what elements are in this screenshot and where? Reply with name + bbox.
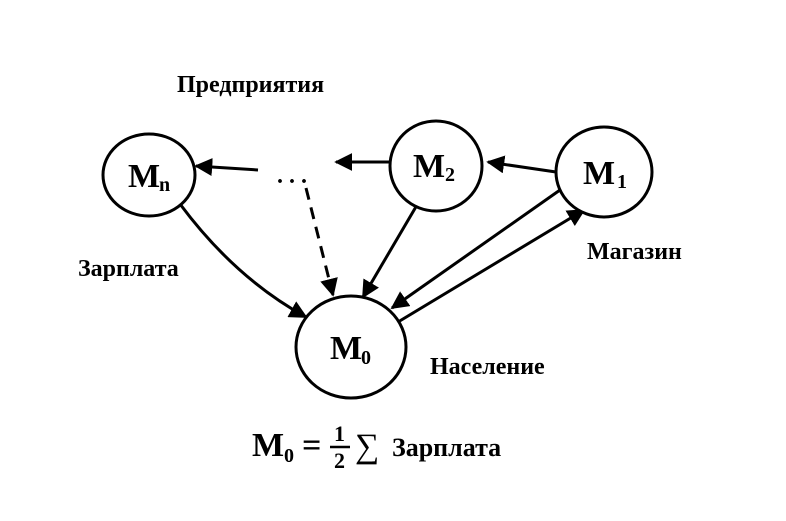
ellipsis-dots: . . . [277,163,307,189]
node-m2-subscript: 2 [445,164,455,186]
node-mn: M n [101,132,197,218]
node-m2-letter: M [413,148,445,185]
edge-m0-to-m1-shop [397,208,586,324]
node-m1-subscript: 1 [617,171,627,193]
node-m0-subscript: 0 [361,347,371,369]
node-mn-subscript: n [159,174,170,196]
formula-equals: = [302,427,321,464]
node-m1-circle [554,125,654,219]
label-salary: Зарплата [78,256,179,282]
node-m2-circle [388,119,484,213]
node-m1-letter: M [583,155,615,192]
formula-numerator: 1 [334,421,345,446]
node-m0-letter: M [330,330,362,367]
formula: M 0 = 1 2 ∑ Зарплата [252,421,501,473]
formula-lhs-subscript: 0 [284,445,294,467]
node-mn-letter: M [128,158,160,195]
edge-ellipsis-to-mn [194,158,259,177]
edge-mn-to-m0-salary [178,203,308,319]
node-m0: M 0 [294,294,408,400]
formula-term: Зарплата [392,433,501,462]
label-population: Население [430,354,545,380]
edge-m1-to-m2 [486,155,557,174]
node-m2: M 2 [388,119,484,213]
formula-denominator: 2 [334,448,345,473]
node-m1: M 1 [554,125,654,219]
formula-lhs-letter: M [252,427,284,464]
edge-m2-to-m0 [361,204,419,299]
node-mn-circle [101,132,197,218]
label-enterprises: Предприятия [177,72,324,98]
label-shop: Магазин [587,239,682,265]
formula-sum-symbol: ∑ [355,428,379,465]
edge-m1-to-m0 [390,188,561,310]
node-m0-circle [294,294,408,400]
edge-ellipsis-to-m0-dashed [304,187,338,297]
